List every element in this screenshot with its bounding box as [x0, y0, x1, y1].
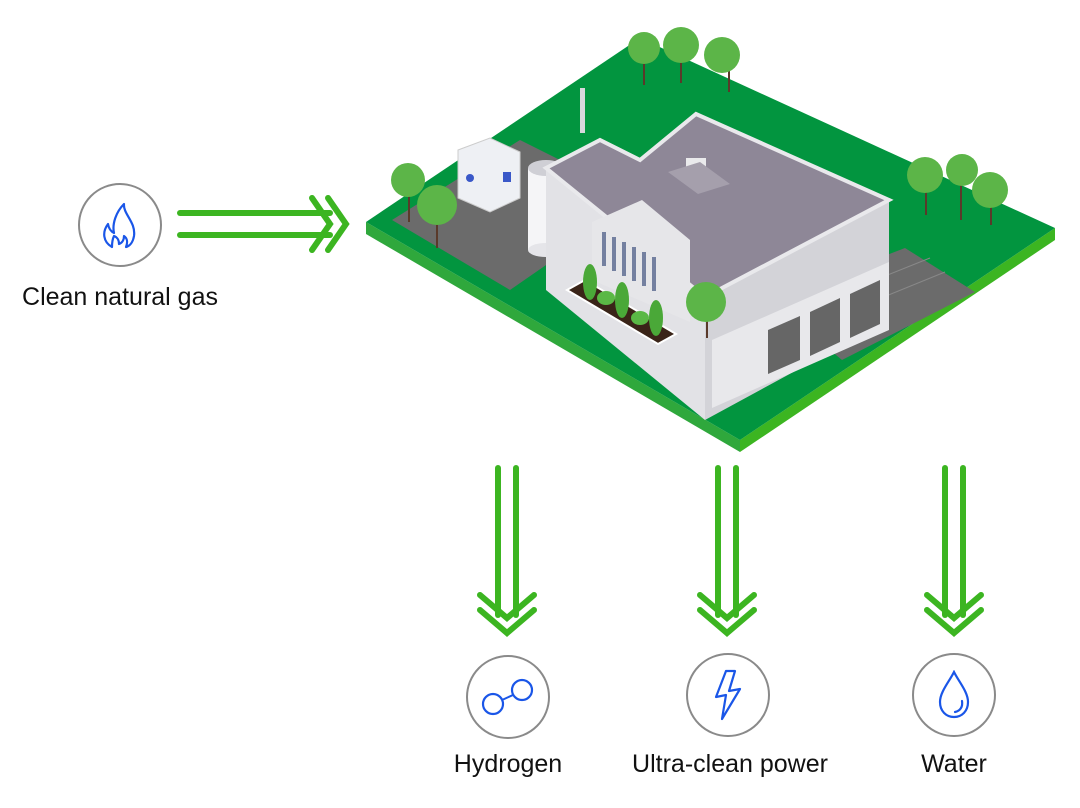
hydrogen-label: Hydrogen — [453, 750, 563, 778]
flame-icon — [103, 202, 136, 249]
power-node — [686, 653, 770, 737]
input-arrow — [177, 195, 350, 253]
trees — [391, 27, 1008, 338]
hydrogen-node — [466, 655, 550, 739]
output-arrow-power — [697, 465, 757, 637]
natural-gas-node — [78, 183, 162, 267]
storage-module — [457, 137, 521, 213]
output-arrow-hydrogen — [477, 465, 537, 637]
lightning-bolt-icon — [714, 669, 742, 721]
power-label: Ultra-clean power — [632, 750, 828, 778]
water-drop-icon — [938, 670, 970, 719]
water-node — [912, 653, 996, 737]
water-label: Water — [921, 750, 987, 778]
output-arrow-water — [924, 465, 984, 637]
planter — [564, 264, 679, 346]
molecule-icon — [481, 678, 534, 716]
natural-gas-label: Clean natural gas — [22, 283, 218, 311]
